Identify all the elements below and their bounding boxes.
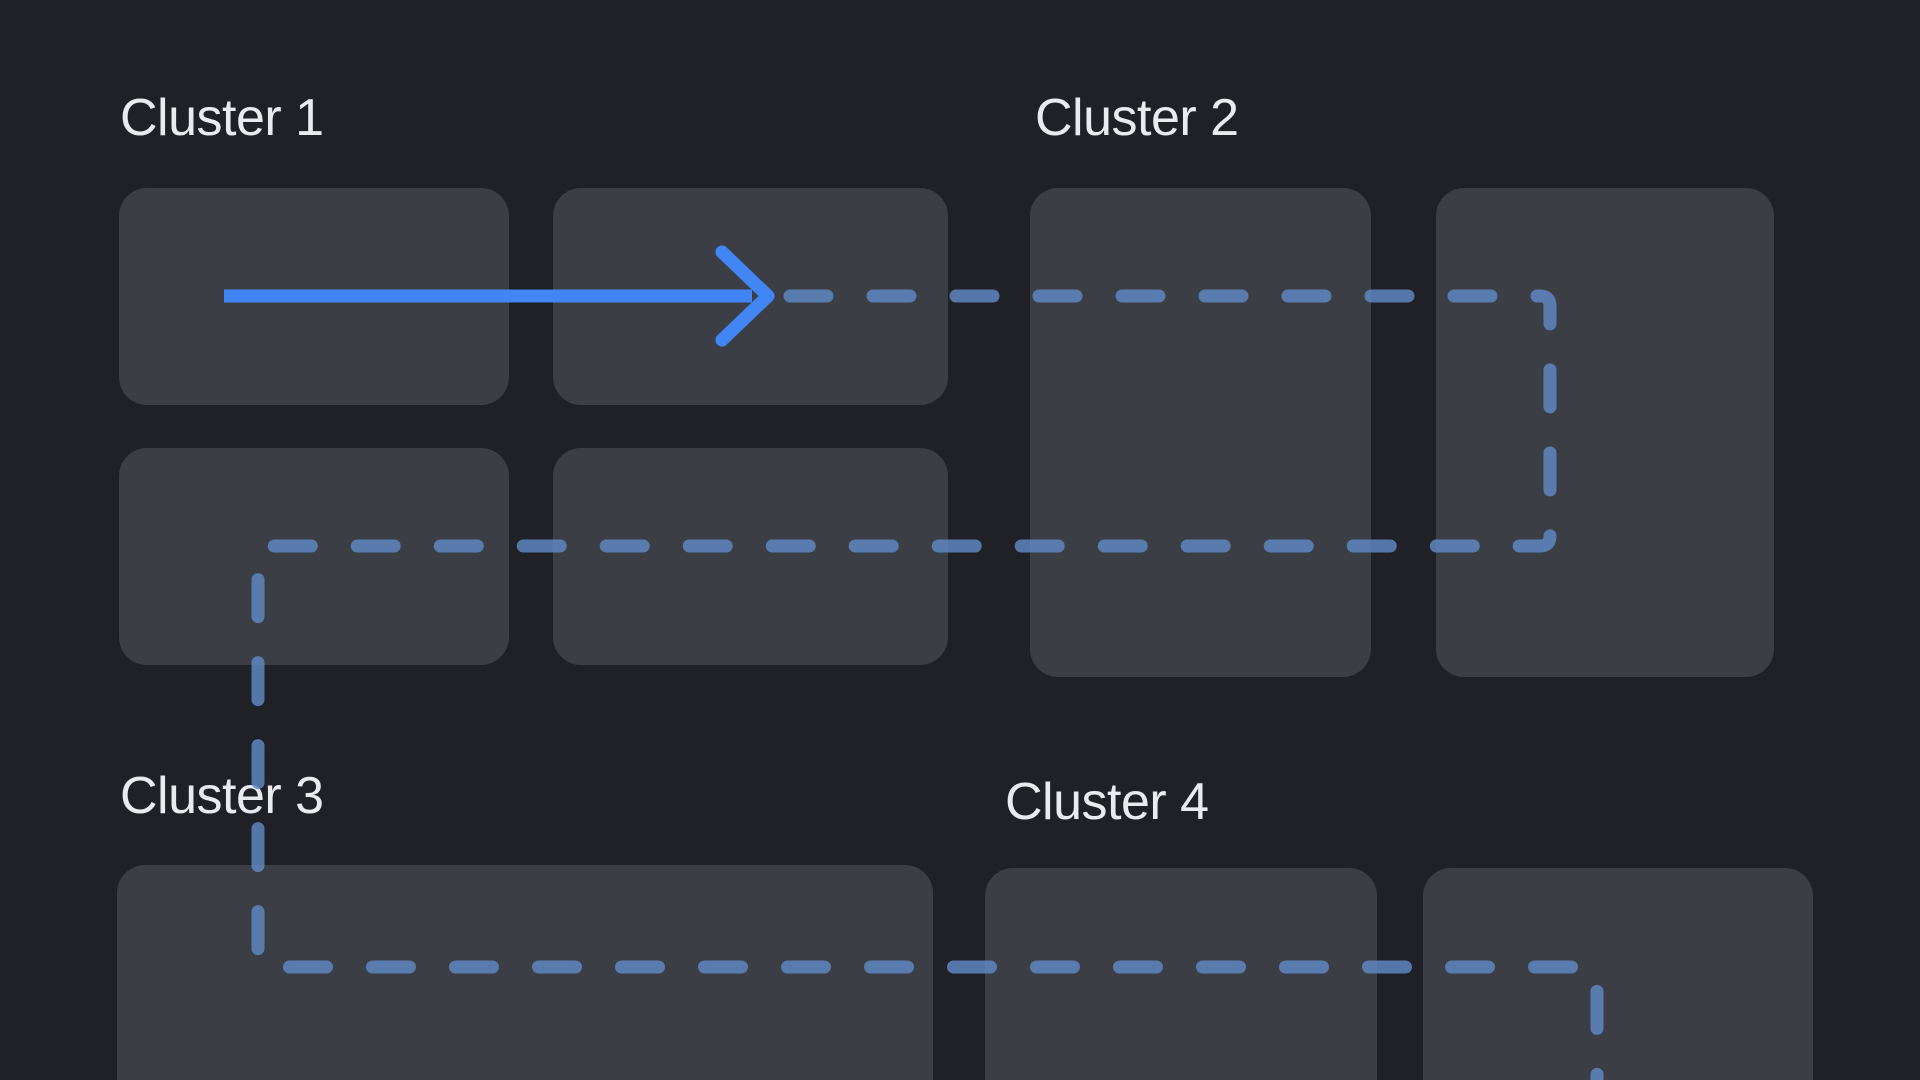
cluster-box [119,448,509,665]
cluster-box [119,188,509,405]
cluster-box [553,448,948,665]
cluster-box [1436,188,1774,677]
cluster-2-label: Cluster 2 [1035,89,1239,147]
cluster-box [1423,868,1813,1080]
cluster-box [553,188,948,405]
cluster-box [985,868,1377,1080]
cluster-4-label: Cluster 4 [1005,773,1209,831]
cluster-box [1030,188,1371,677]
cluster-3-label: Cluster 3 [120,767,324,825]
cluster-box [117,865,933,1080]
cluster-1-label: Cluster 1 [120,89,324,147]
